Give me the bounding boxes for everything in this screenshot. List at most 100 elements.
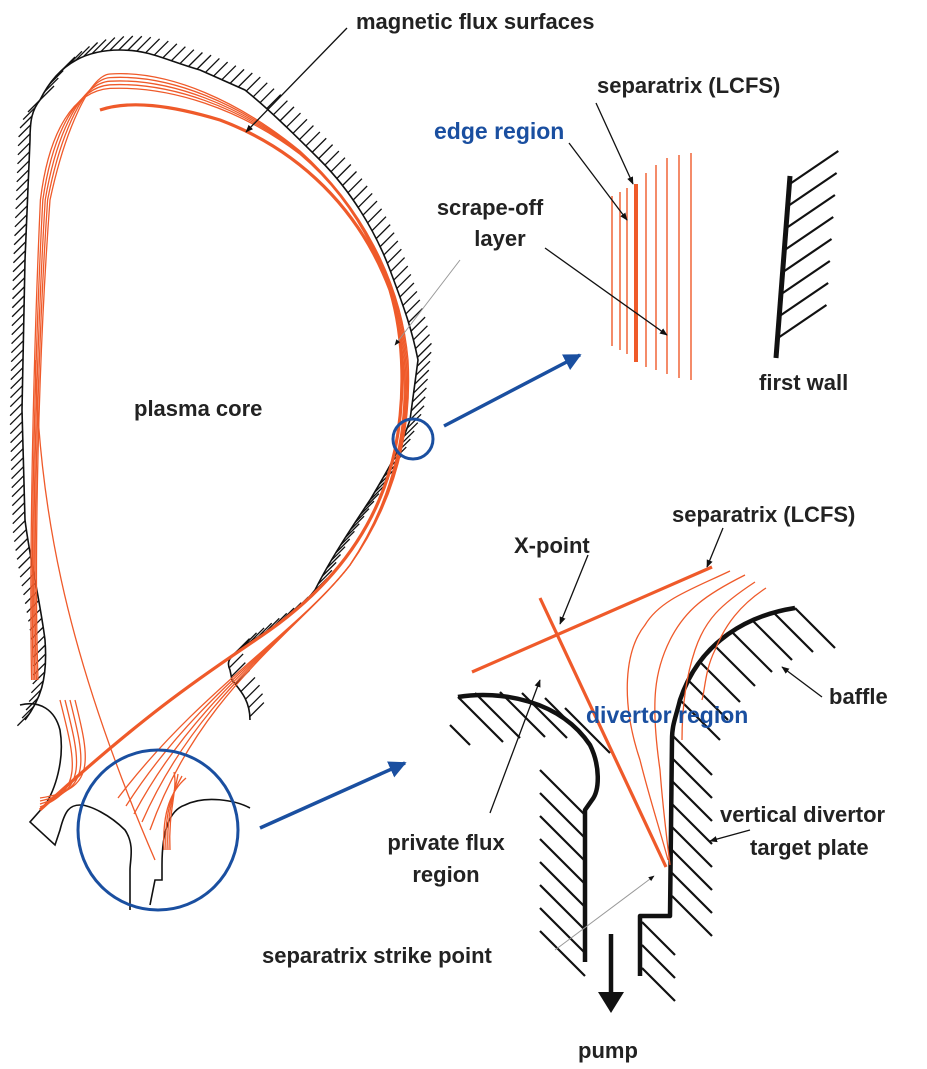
hatch-line [272, 100, 288, 116]
divertor-zoom-arrow [259, 761, 407, 830]
dome-hatch-line [539, 792, 586, 839]
hatch-line [12, 277, 26, 291]
hatch-line [9, 394, 23, 408]
pump-arrow-head [598, 992, 624, 1013]
hatch-line [10, 430, 24, 444]
vertical-target-plate [637, 605, 796, 976]
dome-hatch-line [539, 884, 586, 931]
hatch-line [305, 131, 321, 147]
hatch-line [245, 684, 260, 700]
hatch-line [336, 164, 352, 179]
dome-hatch-line [539, 907, 586, 954]
label-scrape-off: scrape-off [437, 195, 544, 220]
baffle-hatch-line [772, 611, 814, 653]
divertor-flux-line [654, 574, 746, 866]
hatch-line [11, 466, 25, 480]
dome-hatch-line [499, 691, 546, 738]
hatch-line [330, 546, 346, 562]
hatch-line [11, 295, 25, 309]
edge-zoom-arrow [443, 353, 582, 428]
separatrix-leg [34, 359, 156, 861]
hatch-line [359, 500, 375, 516]
hatch-line [410, 396, 426, 412]
hatch-line [118, 35, 134, 51]
hatch-line [16, 546, 30, 560]
hatch-line [414, 369, 430, 385]
hatch-line [347, 178, 363, 194]
hatch-line [213, 61, 229, 77]
hatch-line [11, 493, 25, 507]
dome-hatch-line [457, 696, 504, 743]
first-wall-hatch-line [779, 260, 831, 296]
hatch-line [83, 42, 99, 57]
label-plasma-core: plasma core [134, 396, 262, 421]
hatch-line [10, 358, 24, 372]
hatch-line [298, 125, 314, 141]
target-hatch-line [671, 895, 713, 937]
hatch-line [196, 54, 212, 70]
hatch-line [14, 223, 27, 237]
hatch-line [32, 671, 46, 685]
hatch-line [240, 677, 256, 692]
main-cross-section: plasma core magnetic flux surfaces [9, 9, 594, 912]
hatch-line [369, 485, 385, 501]
hatch-line [344, 523, 360, 539]
baffle-hatch-line [731, 631, 773, 673]
hatch-line [371, 216, 387, 232]
hatch-line [67, 50, 83, 66]
target-hatch-line [671, 780, 713, 822]
label-baffle: baffle [829, 684, 888, 709]
hatch-line [362, 200, 378, 216]
hatch-line [22, 107, 36, 121]
hatch-line [16, 713, 30, 727]
hatch-line [318, 144, 334, 160]
hatch-line [10, 349, 24, 363]
hatch-line [11, 304, 25, 318]
hatch-line [396, 274, 412, 289]
hatch-line [339, 530, 355, 546]
hatch-line [386, 248, 402, 264]
hatch-line [16, 169, 30, 183]
hatch-line [28, 689, 42, 703]
hatch-line [417, 342, 432, 358]
first-wall-hatching [775, 150, 839, 340]
hatch-line [403, 422, 419, 438]
divertor-zoom-circle [76, 748, 240, 912]
hatch-line [15, 187, 29, 201]
hatch-line [266, 94, 282, 110]
target-plate-leader [709, 829, 751, 843]
hatch-line [12, 520, 26, 534]
hatch-line [187, 52, 203, 67]
hatch-line [354, 508, 370, 524]
target-hatch-line [641, 944, 676, 979]
flux-leg-right [163, 777, 187, 851]
hatch-line [286, 112, 301, 128]
hatch-line [257, 622, 273, 638]
hatch-line [326, 554, 341, 569]
hatch-line [179, 49, 195, 65]
hatch-line [13, 232, 27, 246]
hatch-line [342, 171, 357, 186]
hatch-line [375, 224, 391, 240]
hatch-line [19, 115, 33, 129]
hatch-line [15, 178, 29, 192]
hatch-line [12, 250, 26, 264]
flux-surface [30, 87, 405, 799]
label-first-wall: first wall [759, 370, 848, 395]
hatch-line [335, 538, 351, 554]
hatch-line [136, 36, 152, 52]
hatch-line [252, 82, 268, 98]
divertor-flux-lines [626, 570, 767, 866]
hatch-line [127, 35, 143, 51]
edge-flux-lines [611, 153, 692, 380]
hatch-line [14, 214, 28, 228]
label-separatrix-edge: separatrix (LCFS) [597, 73, 780, 98]
target-hatch-line [671, 757, 713, 799]
hatch-line [9, 421, 23, 435]
first-wall-hatch-line [775, 304, 828, 340]
hatch-line [415, 360, 431, 376]
hatch-line [408, 308, 424, 323]
edge-region-inset: separatrix (LCFS) edge region scrape-off… [434, 73, 848, 395]
hatch-line [13, 241, 27, 255]
